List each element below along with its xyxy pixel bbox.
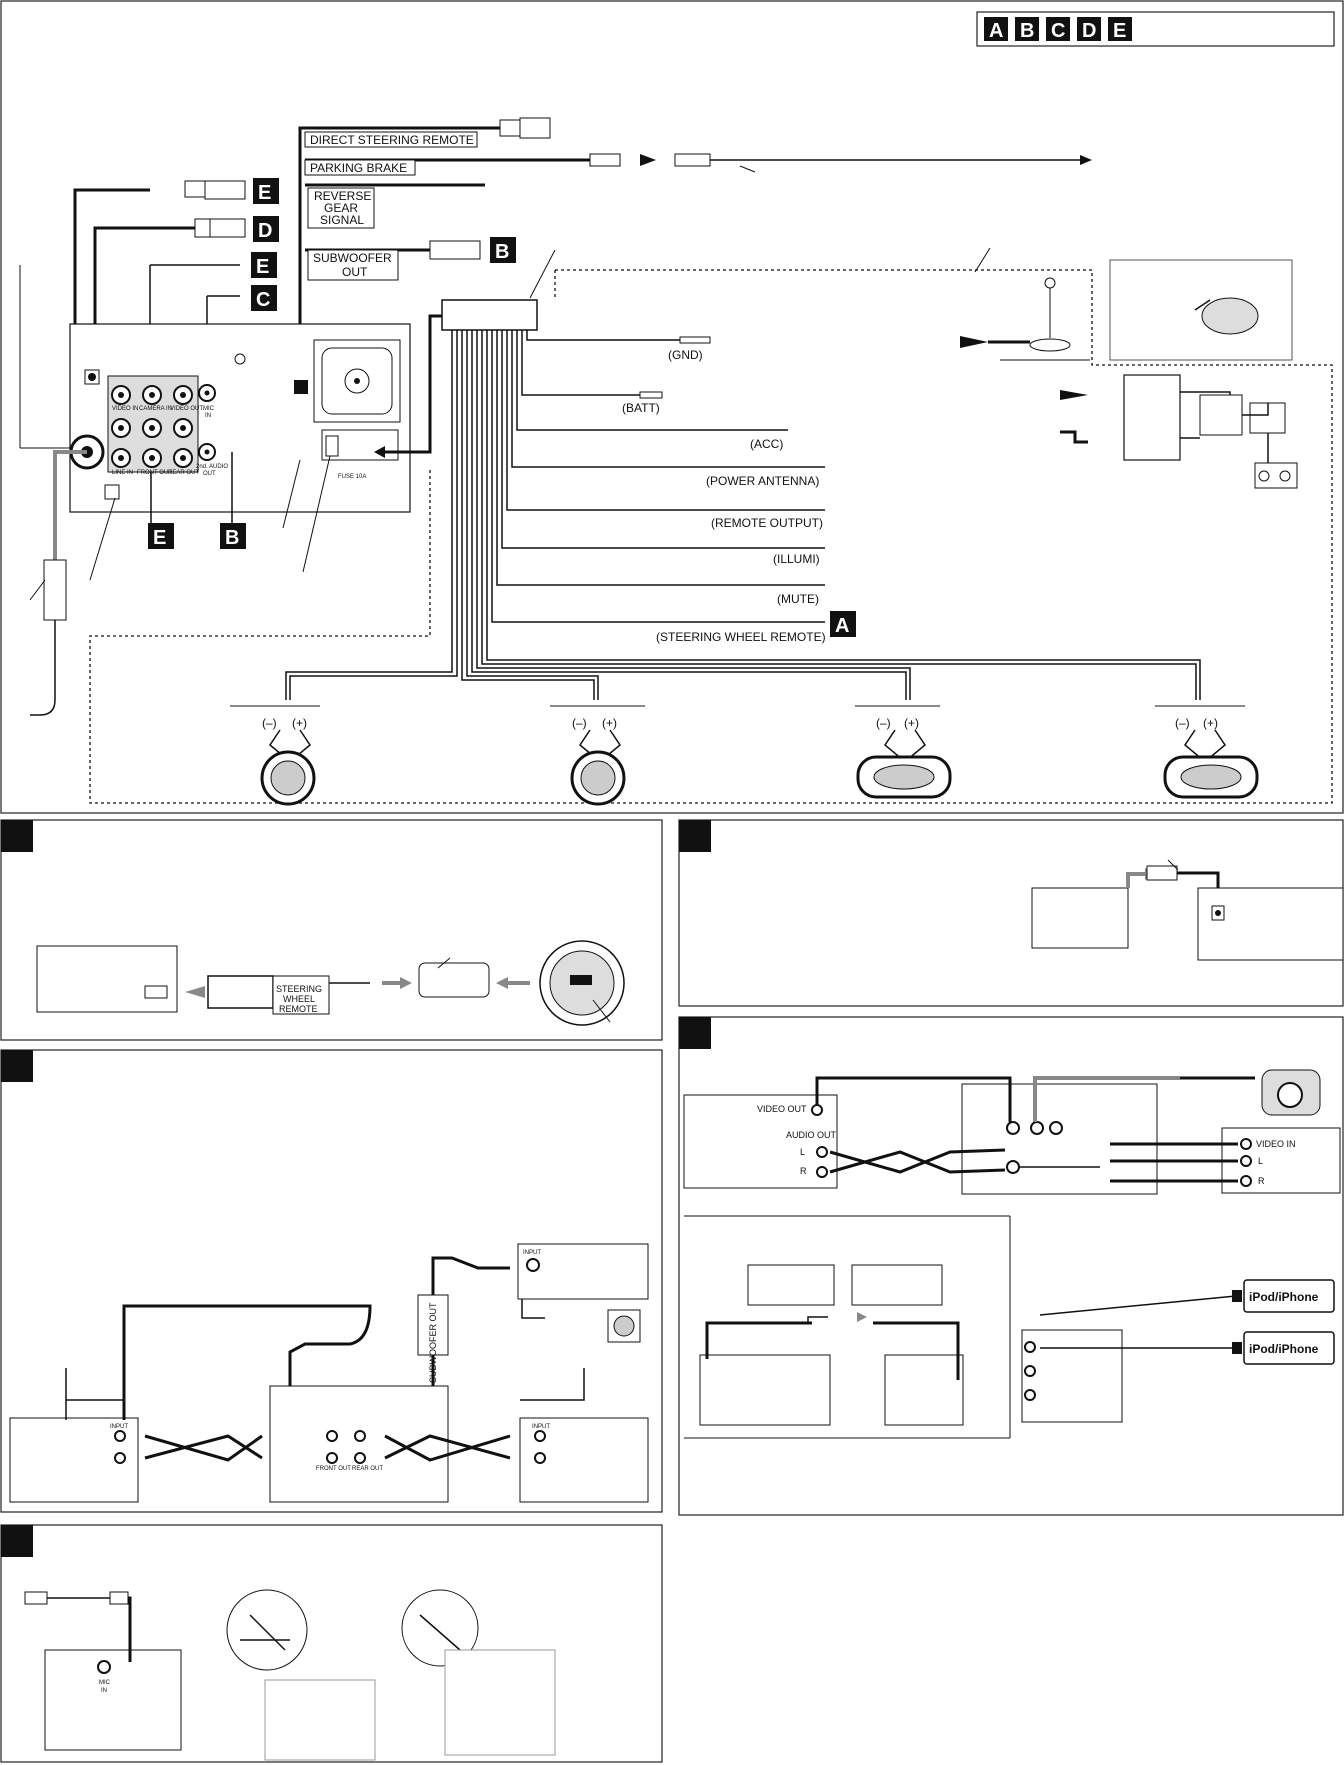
fuse-label: FUSE 10A: [338, 474, 366, 480]
subwoofer-out-label-2: OUT: [342, 265, 368, 279]
reverse-gear-label-2: GEAR: [324, 201, 358, 215]
panel-c-mic-in-2: IN: [101, 1688, 107, 1694]
panel-d-video-in: VIDEO IN: [1256, 1139, 1296, 1149]
panel-mic-frame: [0, 1524, 663, 1763]
ipod-label-1: iPod/iPhone: [1249, 1290, 1319, 1304]
sp1-pos: (+): [292, 716, 307, 730]
wire-harness: [285, 299, 1201, 700]
jack-camera-in: CAMERA IN: [139, 406, 172, 412]
panel-a-steering-1: STEERING: [276, 984, 322, 994]
panel-b-subwoofer-out: SUBWOOFER OUT: [428, 1302, 438, 1383]
rca-jack-grid: [111, 385, 193, 468]
panel-d-r-left: R: [800, 1166, 807, 1176]
wire-acc: (ACC): [750, 437, 783, 451]
tag-a: A: [835, 615, 849, 637]
panel-d-l-left: L: [800, 1147, 805, 1157]
tag-e-bottom: B: [225, 527, 239, 549]
panel-b-input-left: INPUT: [110, 1424, 128, 1430]
ipod-label-2: iPod/iPhone: [1249, 1342, 1319, 1356]
top-harness: DIRECT STEERING REMOTE PARKING BRAKE REV…: [298, 117, 1092, 380]
reverse-gear-label-3: SIGNAL: [320, 213, 364, 227]
panel-b-input-top: INPUT: [523, 1250, 541, 1256]
sp3-neg: (–): [876, 716, 891, 730]
sp3-pos: (+): [904, 716, 919, 730]
wire-batt: (BATT): [622, 401, 660, 415]
antenna-plug: [19, 265, 331, 716]
jack-mic-in-1: MIC: [203, 406, 215, 412]
jack-front-out: FRONT OUT: [137, 470, 172, 476]
legend-letter-c: C: [1051, 20, 1065, 42]
panel-b-rear-out: REAR OUT: [352, 1466, 383, 1472]
legend-letter-a: A: [989, 20, 1003, 42]
panel-a-steering-2: WHEEL: [283, 994, 315, 1004]
panel-b-input-right: INPUT: [532, 1424, 550, 1430]
tag-e-mid: E: [256, 256, 269, 278]
sp4-pos: (+): [1203, 716, 1218, 730]
legend-letter-b: B: [1020, 20, 1034, 42]
jack-line-in: LINE IN: [112, 470, 133, 476]
jack-video-out: VIDEO OUT: [170, 406, 203, 412]
panel-d-frame: [678, 1016, 1344, 1516]
panel-d-l-right: L: [1258, 1156, 1263, 1166]
tag-e-top: E: [258, 182, 271, 204]
parking-brake-label: PARKING BRAKE: [310, 161, 407, 175]
panel-b-front-out: FRONT OUT: [316, 1466, 351, 1472]
wire-remote-output: (REMOTE OUTPUT): [711, 516, 823, 530]
panel-a-frame: [0, 819, 663, 1041]
panel-d-r-right: R: [1258, 1176, 1265, 1186]
panel-c-mic-in-1: MIC: [99, 1680, 111, 1686]
panel-d-video-out: VIDEO OUT: [757, 1104, 807, 1114]
jack-video-in: VIDEO IN: [112, 406, 138, 412]
panel-a-steering-3: REMOTE: [279, 1004, 318, 1014]
tag-c: C: [256, 289, 270, 311]
wire-power-antenna: (POWER ANTENNA): [706, 474, 819, 488]
main-diagram-frame: [0, 0, 1344, 814]
wire-gnd: (GND): [668, 348, 703, 362]
sp4-neg: (–): [1175, 716, 1190, 730]
speakers: (–) (+) (–) (+) (–) (+) (–) (+): [230, 705, 1259, 806]
jack-2nd-audio-1: 2nd. AUDIO: [196, 464, 228, 470]
panel-b-frame: [0, 1049, 663, 1513]
legend-letter-e: E: [1113, 20, 1126, 42]
legend: A B C D E: [976, 11, 1335, 47]
reverse-gear-label-1: REVERSE: [314, 189, 371, 203]
ignition-battery-block: [960, 259, 1298, 489]
panel-d-audio-out: AUDIO OUT: [786, 1130, 837, 1140]
direct-steering-remote-label: DIRECT STEERING REMOTE: [310, 133, 474, 147]
jack-rear-out: REAR OUT: [168, 470, 199, 476]
tag-b-bottom: E: [153, 527, 166, 549]
wire-mute: (MUTE): [777, 592, 819, 606]
wire-illumi: (ILLUMI): [773, 552, 820, 566]
sp2-neg: (–): [572, 716, 587, 730]
sp1-neg: (–): [262, 716, 277, 730]
tag-d: D: [258, 220, 272, 242]
sp2-pos: (+): [602, 716, 617, 730]
wire-steering-wheel-remote: (STEERING WHEEL REMOTE): [656, 630, 826, 644]
unit-rear-panel: VIDEO IN CAMERA IN VIDEO OUT LINE IN FRO…: [69, 323, 411, 513]
subwoofer-out-label-1: SUBWOOFER: [313, 251, 392, 265]
tag-b-subwoofer: B: [495, 241, 509, 263]
legend-letter-d: D: [1082, 20, 1096, 42]
jack-2nd-audio-2: OUT: [203, 471, 216, 477]
jack-mic-in-2: IN: [205, 413, 211, 419]
